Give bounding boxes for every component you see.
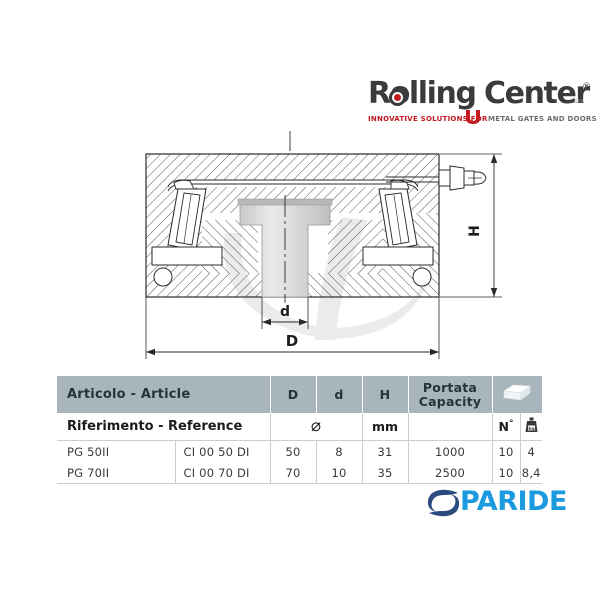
registered-trademark-icon: ® [582, 82, 591, 92]
brand-wordmark: Rolling Center ® SPA [368, 76, 592, 112]
cell-D: 50 [269, 440, 316, 462]
dimension-label-D: D [286, 332, 298, 350]
table-row: PG 50II CI 00 50 DI 50 8 31 1000 10 4 [57, 440, 542, 462]
cell-weight: 8,4 [519, 462, 542, 484]
paride-swirl-icon [427, 489, 460, 517]
company-suffix: SPA [574, 99, 585, 105]
brand-logo: Rolling Center ® SPA INNOVATIVE SOLUTION… [368, 76, 597, 128]
svg-text:kg: kg [528, 426, 534, 432]
header-d: d [315, 376, 362, 413]
grease-nipple [386, 165, 487, 191]
paride-wordmark: PARIDE [460, 486, 567, 517]
header-packaging [491, 376, 542, 413]
subheader-quantity-text: N [498, 419, 509, 435]
specification-table: Articolo - Article D d H Portata Capacit… [57, 376, 542, 484]
tagline-right: METAL GATES AND DOORS [488, 115, 597, 123]
cell-capacity: 2500 [407, 462, 492, 484]
subheader-diameter: ⌀ [269, 413, 362, 441]
cell-d: 10 [315, 462, 362, 484]
table-subheader-row: Riferimento - Reference ⌀ mm N° kg [57, 413, 542, 441]
header-capacity-line2: Capacity [418, 393, 482, 409]
header-D: D [269, 376, 316, 413]
table-row: PG 70II CI 00 70 DI 70 10 35 2500 10 8,4 [57, 462, 542, 484]
cell-capacity: 1000 [407, 440, 492, 462]
header-H: H [361, 376, 408, 413]
right-tapered-roller-bearing [378, 179, 418, 251]
subheader-quantity-mark: ° [508, 418, 514, 429]
left-ball [153, 267, 173, 287]
dimension-D [145, 297, 440, 359]
cell-d: 8 [315, 440, 362, 462]
cell-quantity: 10 [491, 462, 520, 484]
weight-icon: kg [525, 417, 538, 432]
cell-weight: 4 [519, 440, 542, 462]
subheader-quantity: N° [491, 413, 520, 441]
header-capacity-line1: Portata [422, 379, 478, 395]
cell-reference: CI 00 70 DI [174, 462, 270, 484]
dimension-H [440, 153, 502, 298]
subheader-weight: kg [519, 413, 542, 441]
cell-D: 70 [269, 462, 316, 484]
cell-H: 31 [361, 440, 408, 462]
paride-logo: PARIDE [427, 486, 577, 519]
header-article: Articolo - Article [57, 376, 270, 413]
subheader-unit: mm [361, 413, 408, 441]
diameter-icon: ⌀ [310, 416, 322, 436]
cell-H: 35 [361, 462, 408, 484]
subheader-reference: Riferimento - Reference [57, 413, 270, 441]
dimension-label-d: d [280, 304, 290, 320]
dimension-label-H: H [467, 225, 483, 237]
cell-reference: CI 00 50 DI [174, 440, 270, 462]
brand-word-rolling: Rolling [368, 76, 477, 111]
bearing-cross-section-svg: H d D [145, 131, 502, 359]
box-icon [503, 384, 532, 401]
target-icon [389, 89, 406, 106]
tagline-left: INNOVATIVE SOLUTIONS FOR [368, 115, 488, 123]
left-tapered-roller-bearing [167, 179, 207, 251]
right-ball [412, 267, 432, 287]
cell-quantity: 10 [491, 440, 520, 462]
cell-article: PG 50II [57, 440, 175, 462]
gate-icon [466, 110, 480, 124]
technical-drawing: H d D [130, 125, 540, 370]
brand-tagline: INNOVATIVE SOLUTIONS FOR METAL GATES AND… [368, 110, 597, 126]
subheader-capacity-empty [407, 413, 492, 441]
table-header-row: Articolo - Article D d H Portata Capacit… [57, 376, 542, 413]
cell-article: PG 70II [57, 462, 175, 484]
header-capacity: Portata Capacity [407, 376, 492, 413]
brand-word-center: Center [484, 76, 590, 111]
dimension-d [261, 297, 309, 329]
